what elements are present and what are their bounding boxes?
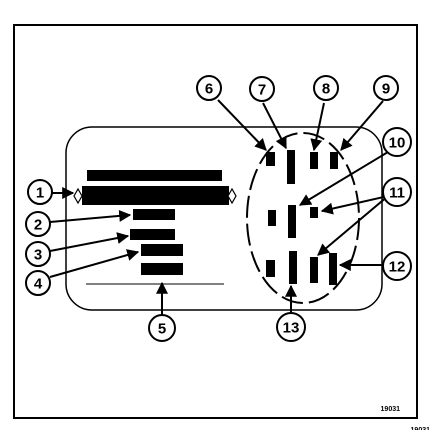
segment-10a (268, 210, 276, 226)
callout-label-12: 12 (389, 259, 406, 276)
segment-11-lower (310, 257, 318, 283)
callout-label-3: 3 (34, 247, 42, 264)
leader-4 (49, 249, 140, 278)
leader-8 (310, 102, 325, 152)
callout-label-1: 1 (36, 185, 44, 202)
callout-label-9: 9 (382, 81, 390, 98)
leader-11b (317, 195, 389, 256)
callout-label-13: 13 (283, 320, 300, 337)
callout-label-10: 10 (389, 135, 406, 152)
segment-row-top (266, 150, 338, 184)
display-panel (65, 126, 383, 311)
info-block-3 (130, 229, 175, 240)
callout-label-11: 11 (389, 185, 405, 202)
callout-label-4: 4 (34, 276, 43, 293)
callout-label-7: 7 (258, 82, 266, 99)
clock-ellipse (246, 132, 360, 304)
callout-circle-11 (382, 177, 412, 207)
callout-circle-10 (382, 127, 412, 157)
info-block-4b (141, 263, 183, 275)
segment-6 (266, 152, 275, 166)
leader-6 (217, 99, 267, 151)
leader-11a (320, 195, 389, 215)
leader-3 (49, 232, 130, 252)
callout-circle-7 (249, 76, 275, 102)
figure-frame (13, 24, 418, 419)
callout-label-6: 6 (205, 81, 213, 98)
leader-9 (340, 100, 384, 151)
callout-circle-4 (25, 270, 51, 296)
figure-reference-number: 19031 (381, 406, 401, 413)
callout-label-8: 8 (322, 81, 330, 98)
info-line-main (82, 186, 229, 205)
callout-circle-3 (25, 241, 51, 267)
callout-label-5: 5 (158, 321, 166, 338)
callout-circle-2 (25, 211, 51, 237)
callout-circle-12 (382, 251, 412, 281)
right-diamond-marker (227, 187, 237, 205)
segment-13a (266, 260, 275, 277)
segment-13b (289, 251, 297, 284)
left-diamond-marker (73, 187, 83, 205)
info-block-2 (133, 209, 175, 220)
callout-circle-6 (196, 75, 222, 101)
segment-row-bottom (266, 251, 337, 285)
callout-circle-1 (27, 179, 53, 205)
info-block-4 (141, 244, 183, 256)
segment-row-middle (268, 205, 318, 238)
figure-reference-number-clipped: 19031 (411, 427, 431, 430)
segment-8 (310, 152, 318, 169)
callout-circle-5 (148, 314, 176, 342)
leader-7 (262, 102, 287, 150)
info-line-top (87, 170, 222, 181)
segment-12 (329, 253, 337, 285)
callouts (25, 75, 412, 342)
leader-10 (298, 151, 389, 206)
segment-11-upper (310, 207, 318, 218)
callout-label-2: 2 (34, 217, 42, 234)
segment-7 (287, 150, 295, 184)
segment-10b (288, 205, 296, 238)
segment-9 (330, 152, 338, 169)
callout-circle-13 (276, 312, 306, 342)
callout-circle-9 (373, 75, 399, 101)
leader-2 (49, 209, 132, 223)
callout-circle-8 (313, 75, 339, 101)
